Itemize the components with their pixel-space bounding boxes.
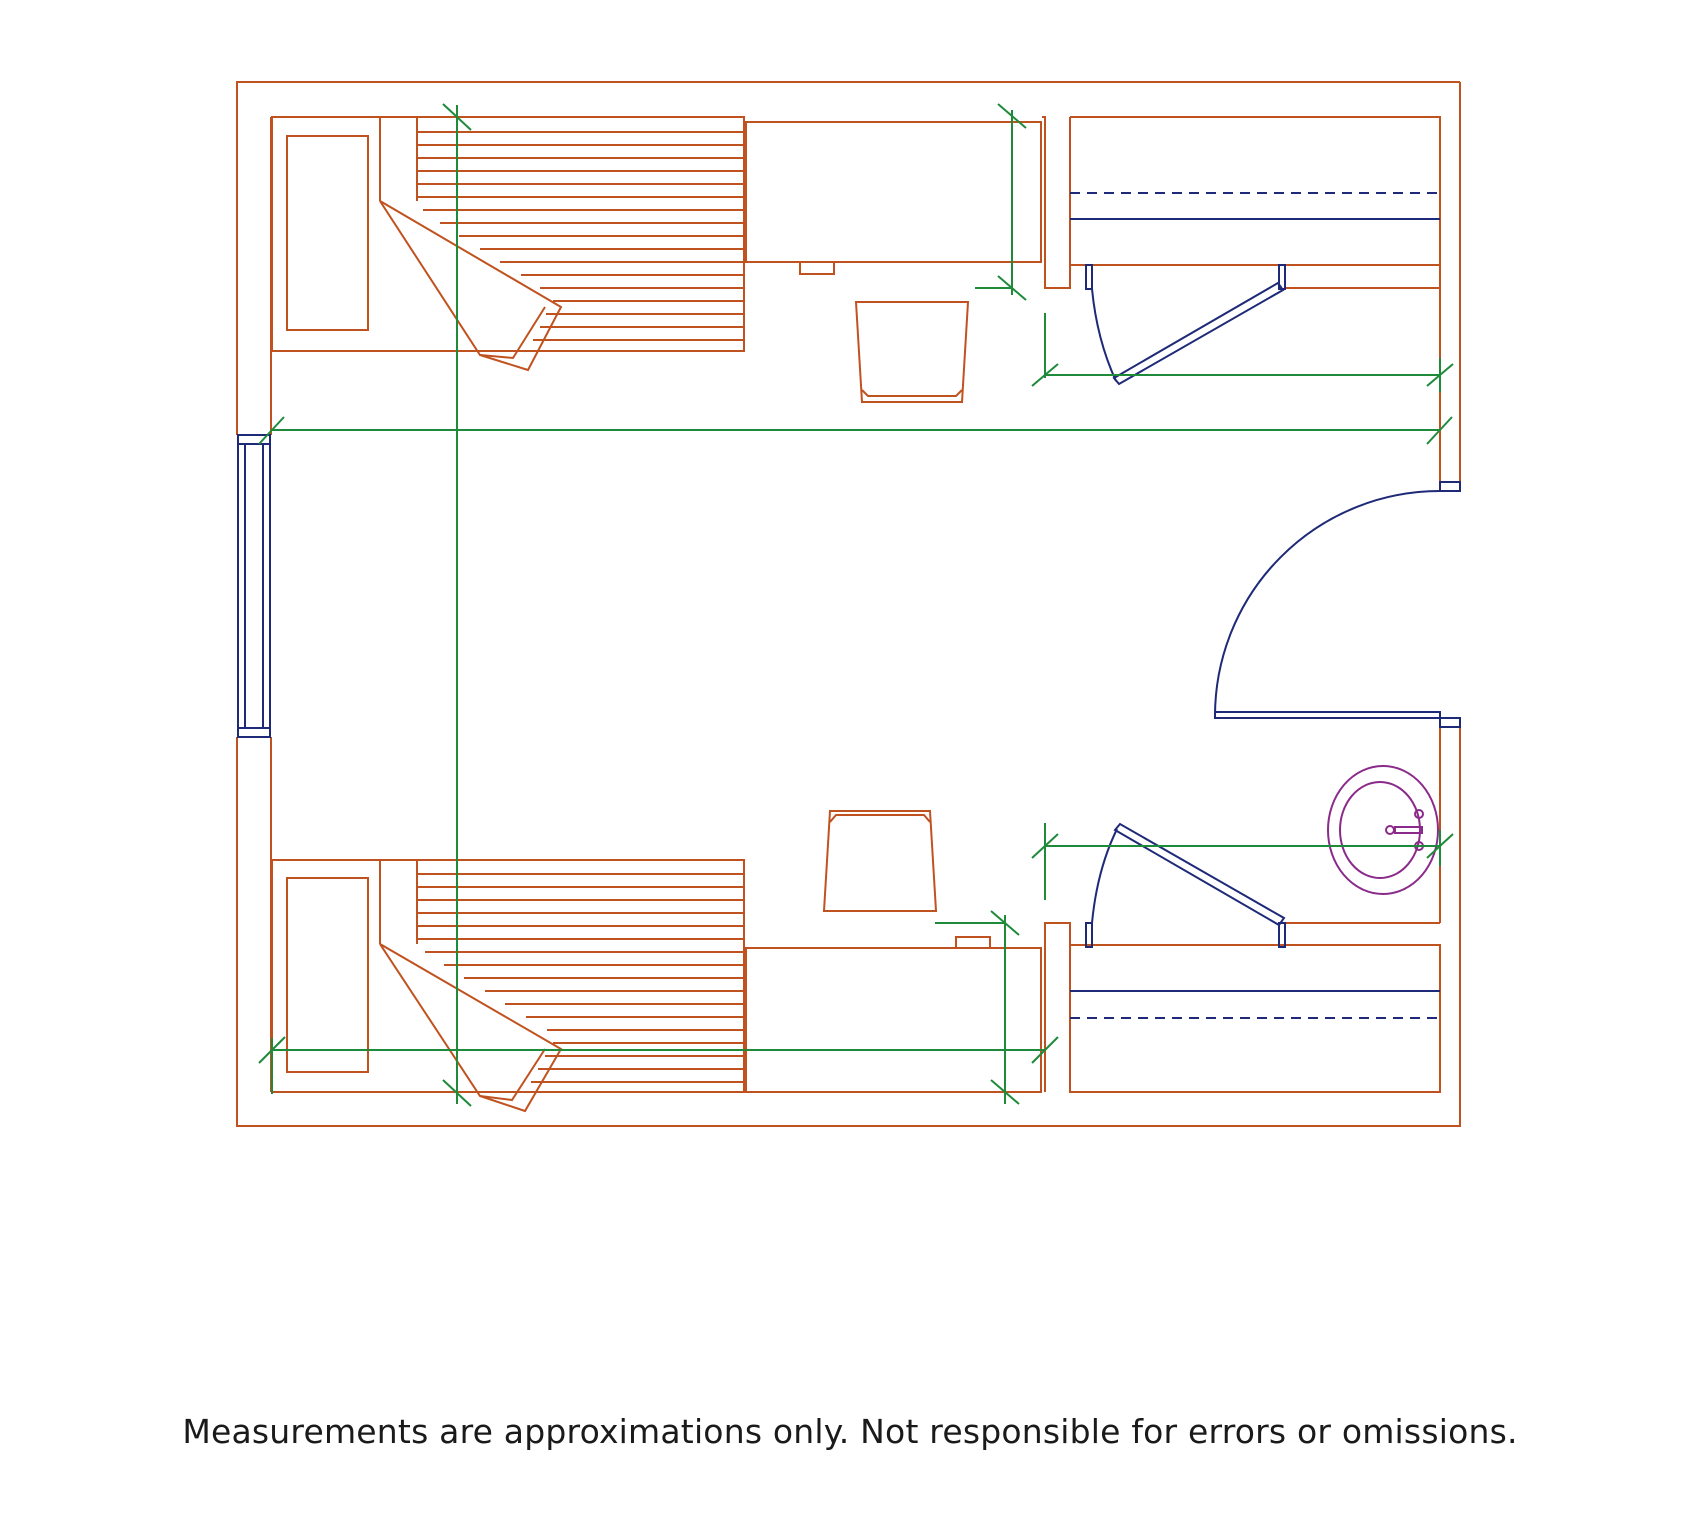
window [237,434,271,738]
chair-top [854,301,970,403]
room-walls [236,81,1461,1127]
bed-top [271,116,745,372]
bed-top-stripes [417,131,744,341]
desk-bottom [745,922,1071,1093]
closet-top [1069,116,1441,289]
chair-bottom [822,810,938,912]
closet-bottom [1069,922,1441,1093]
bed-bottom-stripes [417,873,744,1083]
closet-top-door [1085,264,1286,386]
desk-top [745,116,1071,289]
disclaimer-text: Measurements are approximations only. No… [182,1412,1518,1451]
dimension-lines [258,103,1454,1107]
closet-bottom-door [1085,822,1286,948]
entry-door [1214,481,1461,728]
sink [1327,765,1439,895]
bed-bottom [271,859,745,1113]
